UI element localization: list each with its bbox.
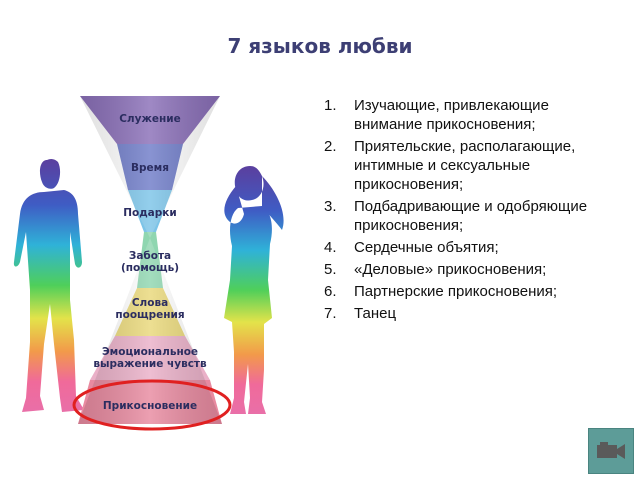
list-text: Партнерские прикосновения; (354, 283, 558, 300)
list-text: Танец (354, 305, 397, 322)
list-item: 6. Партнерские прикосновения; (318, 282, 618, 301)
list-number: 3. (324, 198, 337, 215)
list-number: 7. (324, 305, 337, 322)
list-item: 5. «Деловые» прикосновения; (318, 260, 618, 279)
list-text: Подбадривающие и одобряющие прикосновени… (354, 198, 588, 234)
segment-label: Забота(помощь) (121, 250, 179, 274)
list-text: Сердечные объятия; (354, 239, 499, 256)
list-item: 4. Сердечные объятия; (318, 238, 618, 257)
man-silhouette (13, 158, 84, 412)
list-text: Изучающие, привлекающие внимание прикосн… (354, 97, 549, 133)
list-item: 7. Танец (318, 304, 618, 323)
highlight-circle (72, 379, 232, 431)
woman-silhouette (224, 166, 284, 414)
list-item: 3. Подбадривающие и одобряющие прикоснове… (318, 197, 618, 235)
segment-label: Подарки (123, 207, 177, 219)
list-number: 2. (324, 138, 337, 155)
hourglass-pyramid: Служение Время Подарки Забота(помощь) Сл… (78, 96, 222, 424)
list-text: Приятельские, располагающие, интимные и … (354, 138, 576, 193)
video-camera-icon (597, 442, 625, 459)
segment-label: Время (131, 162, 169, 174)
list-item: 1. Изучающие, привлекающие внимание прико… (318, 96, 618, 134)
touch-types-list: 1. Изучающие, привлекающие внимание прико… (318, 96, 618, 326)
slide-title: 7 языков любви (227, 34, 413, 58)
list-number: 1. (324, 97, 337, 114)
video-button[interactable] (588, 428, 634, 474)
hourglass-shading (78, 96, 222, 424)
segment-label: Прикосновение (103, 400, 197, 412)
list-item: 2. Приятельские, располагающие, интимные … (318, 137, 618, 194)
list-text: «Деловые» прикосновения; (354, 261, 547, 278)
segment-label: Служение (119, 113, 181, 125)
list-number: 5. (324, 261, 337, 278)
list-number: 6. (324, 283, 337, 300)
list-number: 4. (324, 239, 337, 256)
